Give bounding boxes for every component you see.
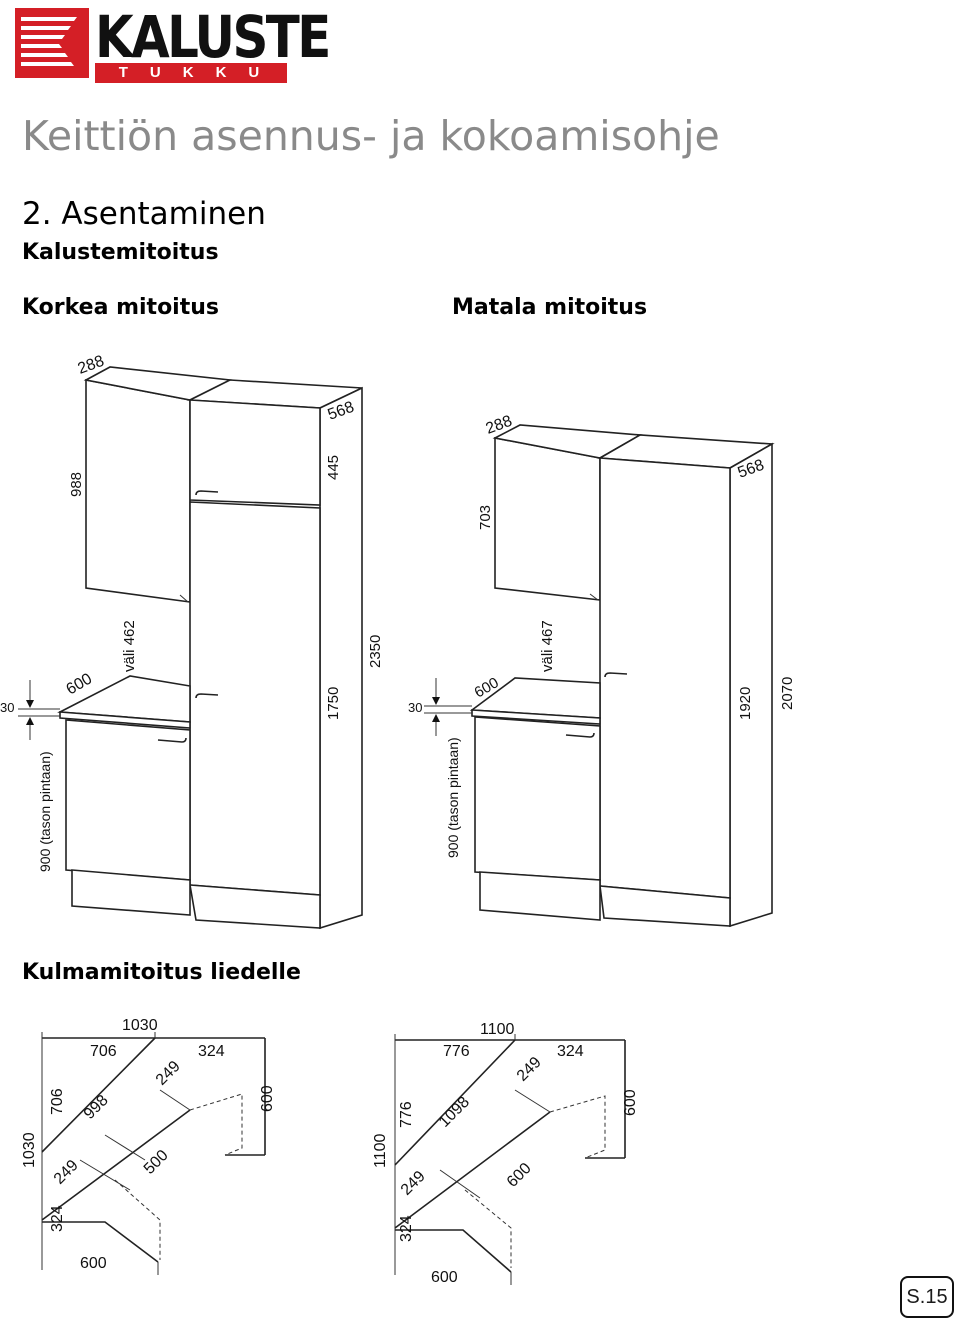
- tall-cabinet-drawing: 288 568 988 445 väli 462 600 2350 1750 9…: [0, 353, 384, 930]
- dimension-label: 324: [557, 1043, 584, 1060]
- section-heading: 2. Asentaminen: [22, 196, 266, 232]
- corner-layout-1-drawing: 1030 706 324 249 998 500 1030 706 249 32…: [21, 1017, 276, 1275]
- logo-subtitle: TUKKU: [95, 63, 287, 83]
- dimension-label: 249: [153, 1058, 184, 1089]
- dimension-label: väli 462: [121, 620, 138, 672]
- dimension-label: 324: [398, 1215, 415, 1242]
- dimension-label: 600: [64, 670, 96, 698]
- dimension-label: 706: [90, 1043, 117, 1060]
- dimension-label: 776: [443, 1043, 470, 1060]
- subsection-heading: Kalustemitoitus: [22, 240, 219, 265]
- dimension-label: 706: [49, 1088, 66, 1115]
- corner-heading: Kulmamitoitus liedelle: [22, 960, 301, 985]
- dimension-label: 1100: [480, 1021, 515, 1038]
- dimension-label: 324: [198, 1043, 225, 1060]
- dimension-label: 500: [141, 1147, 172, 1178]
- kaluste-logo: KALUSTE TUKKU: [15, 3, 331, 83]
- dimension-label: 1030: [122, 1017, 158, 1034]
- dimension-label: 600: [622, 1089, 639, 1116]
- tall-heading: Korkea mitoitus: [22, 295, 220, 320]
- dimension-label: 1750: [325, 687, 342, 720]
- dimension-label: 249: [398, 1168, 429, 1199]
- logo-stripes-icon: [15, 8, 89, 78]
- dimension-label: 703: [477, 505, 494, 530]
- dimension-label: 249: [514, 1054, 545, 1085]
- dimension-label: 2070: [779, 677, 796, 710]
- dimension-label: 600: [259, 1085, 276, 1112]
- corner-layout-2-drawing: 1100 776 324 249 1098 600 1100 776 249 3…: [372, 1021, 639, 1286]
- dimension-label: 988: [68, 472, 85, 497]
- low-cabinet-drawing: 288 568 703 väli 467 600 1920 2070 900 (…: [408, 413, 796, 928]
- dimension-label: 900 (tason pintaan): [37, 751, 53, 872]
- dimension-label: 600: [504, 1160, 535, 1191]
- dimension-label: 1098: [436, 1094, 473, 1131]
- dimension-label: 1920: [737, 687, 754, 720]
- dimension-label: 1100: [372, 1133, 389, 1168]
- dimension-label: 776: [398, 1101, 415, 1128]
- dimension-label: 600: [431, 1269, 458, 1286]
- dimension-label: väli 467: [539, 620, 556, 672]
- dimension-label: 900 (tason pintaan): [445, 737, 461, 858]
- dimension-label: 2350: [367, 635, 384, 668]
- dimension-label: 324: [49, 1205, 66, 1232]
- dimension-label: 1030: [21, 1132, 38, 1168]
- dimension-label: 30: [0, 700, 14, 715]
- dimension-label: 600: [80, 1255, 107, 1272]
- dimension-label: 998: [81, 1092, 112, 1123]
- page-title: Keittiön asennus- ja kokoamisohje: [22, 112, 720, 160]
- logo-wordmark: KALUSTE: [95, 3, 331, 71]
- page-number: S.15: [900, 1276, 954, 1318]
- dimension-label: 249: [51, 1157, 82, 1188]
- dimension-label: 30: [408, 700, 422, 715]
- low-heading: Matala mitoitus: [452, 295, 648, 320]
- dimension-label: 445: [325, 455, 342, 480]
